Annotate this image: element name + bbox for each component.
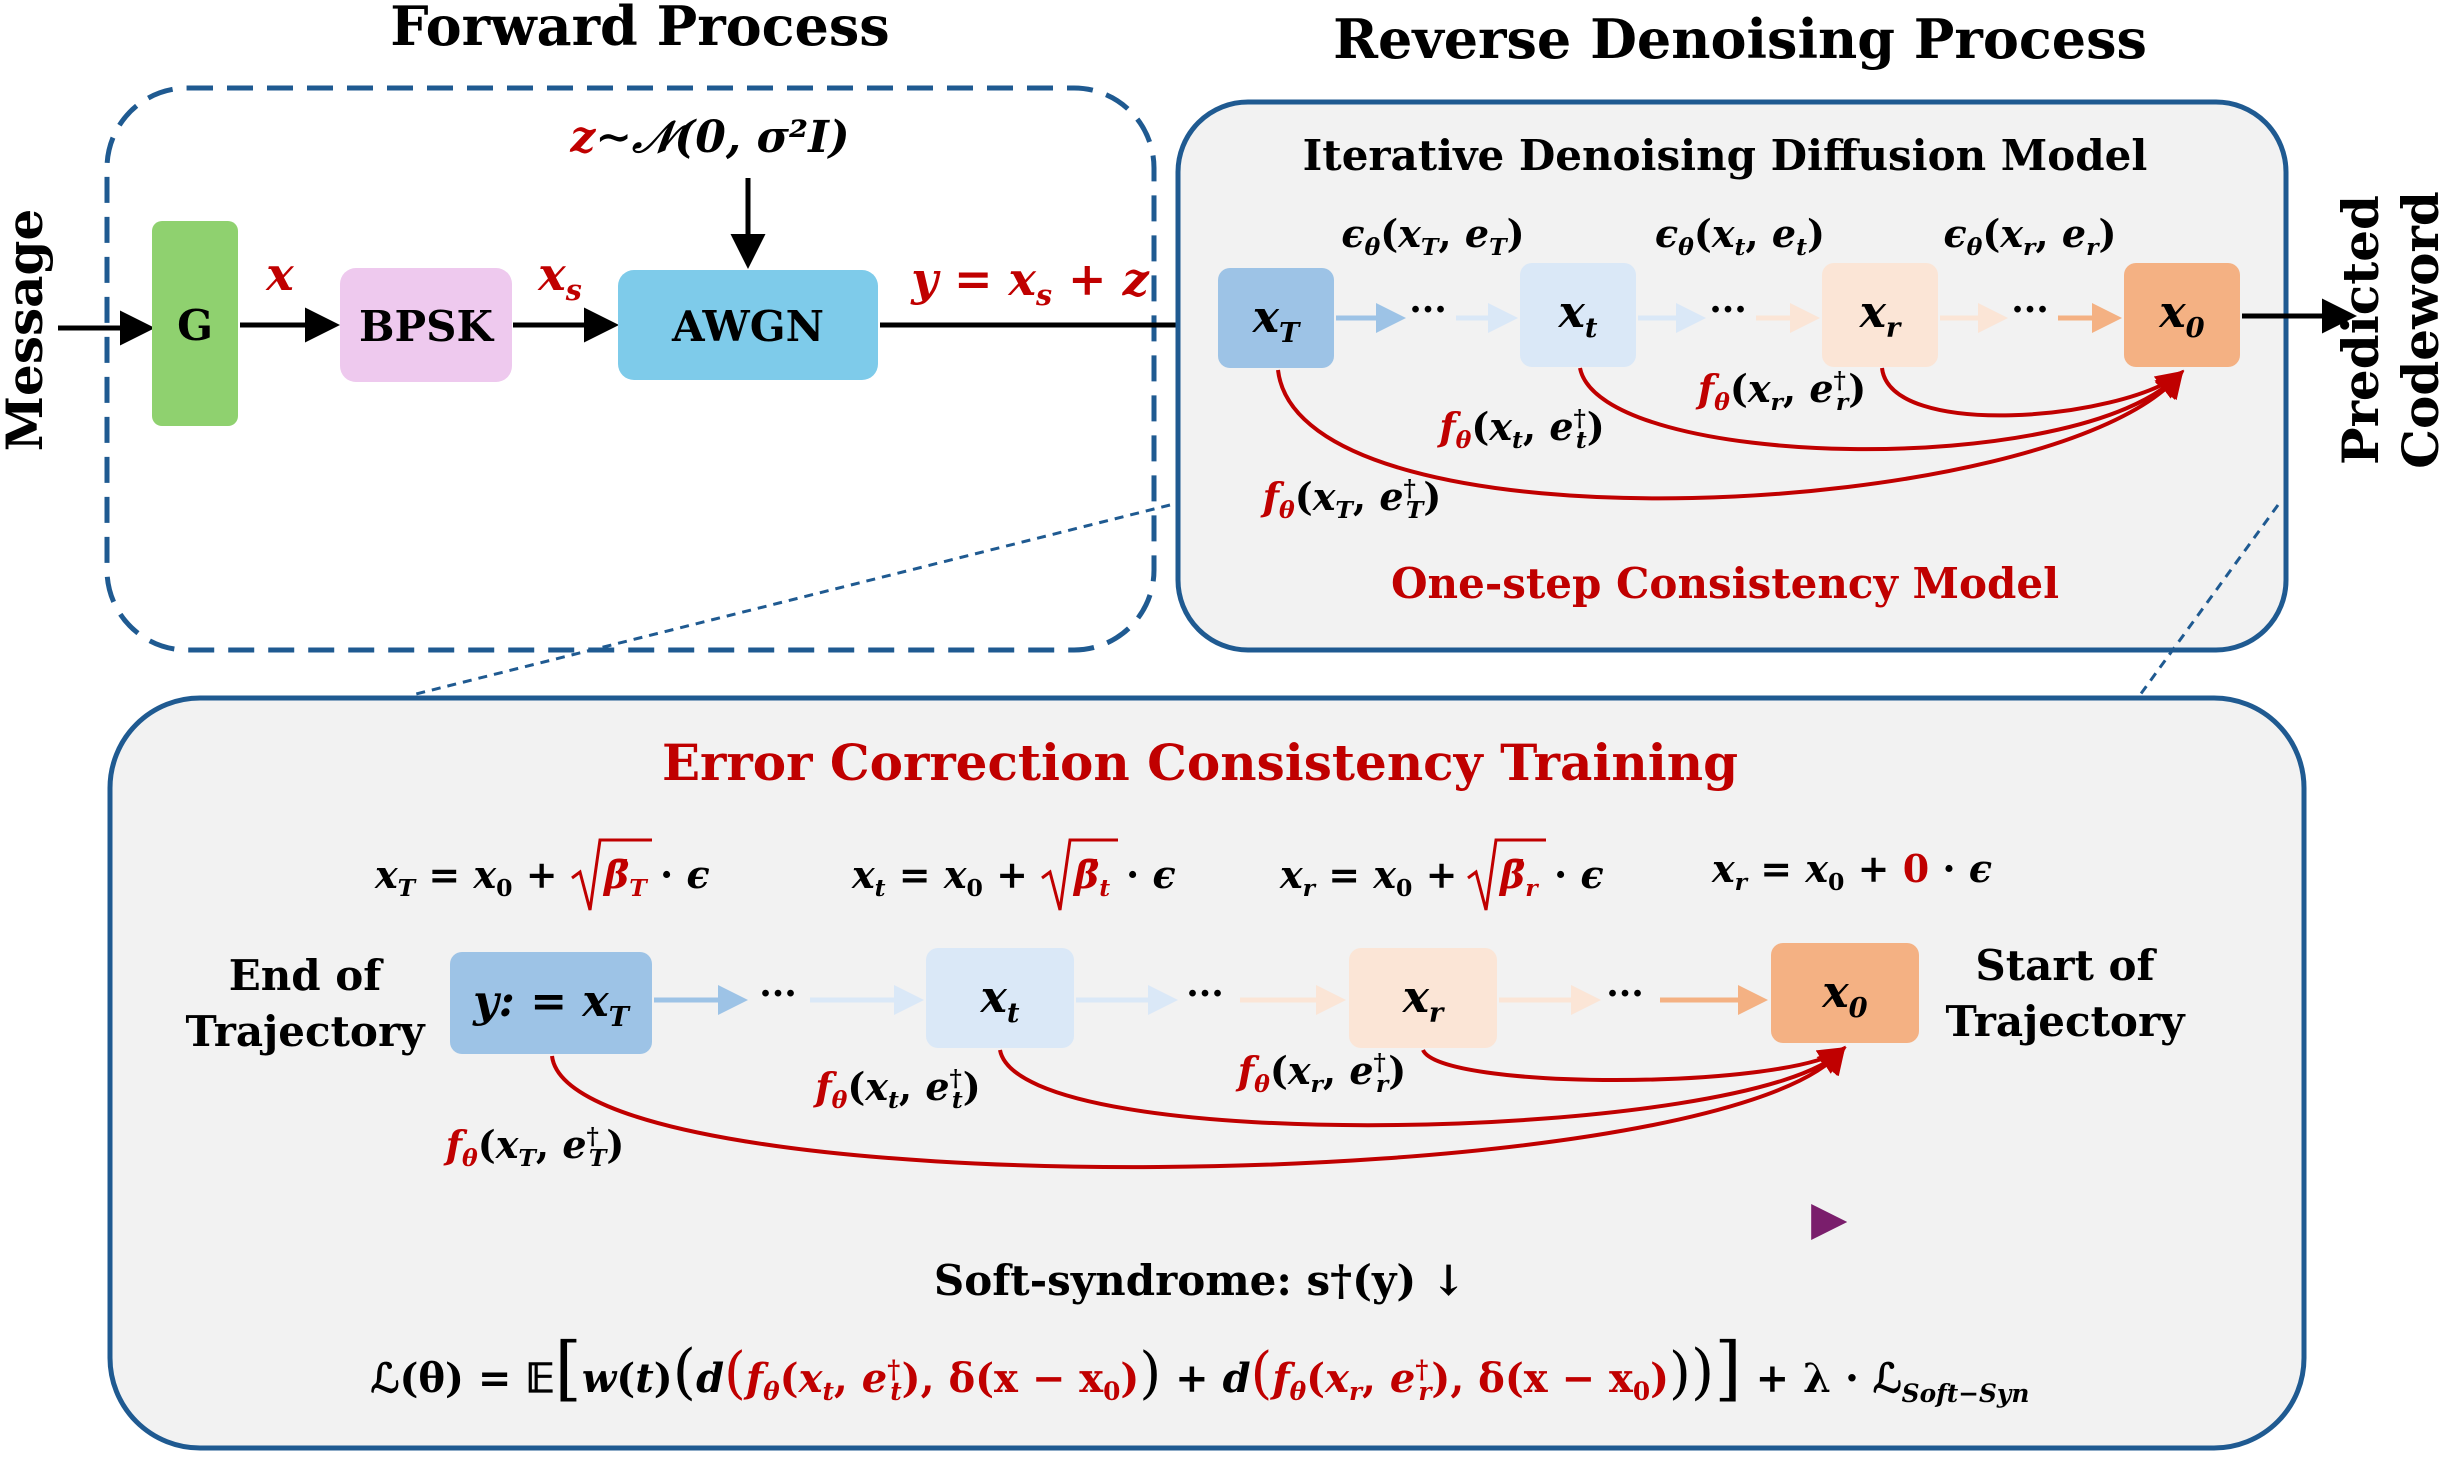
xs-label: xs	[537, 247, 582, 307]
svg-text:· ϵ: · ϵ	[1126, 852, 1176, 897]
svg-text:xr = x0 + 0 · ϵ: xr = x0 + 0 · ϵ	[1711, 846, 1992, 896]
consistency-model-label: One-step Consistency Model	[1391, 559, 2059, 608]
start-trajectory-label-2: Trajectory	[1946, 997, 2187, 1046]
train-curve-r	[1421, 1046, 1847, 1082]
consistency-curve-r	[1880, 367, 2185, 418]
y-equation: y = xs + z	[910, 252, 1149, 312]
chain-dots-2: ···	[1709, 289, 1747, 331]
train-f-label-r: fθ(xr, e†r)	[1235, 1048, 1407, 1098]
x-label: x	[265, 247, 294, 301]
f-label-r: fθ(xr, e†r)	[1695, 366, 1867, 416]
reverse-subtitle: Iterative Denoising Diffusion Model	[1303, 131, 2148, 180]
generator-label: G	[177, 301, 213, 350]
svg-text:· ϵ: · ϵ	[660, 852, 710, 897]
loss-function: ℒ(θ) = 𝔼[w(t)(d(fθ(xt, e†t), δ(x − x0)) …	[371, 1327, 2030, 1409]
output-label-2: Codeword	[2391, 191, 2450, 469]
output-label-1: Predicted	[2331, 195, 2390, 465]
train-chain-dots-2: ···	[1186, 973, 1224, 1015]
train-node-xt	[926, 948, 1074, 1048]
svg-text:· ϵ: · ϵ	[1554, 852, 1604, 897]
train-chain-dots-3: ···	[1606, 973, 1644, 1015]
train-node-x0	[1771, 943, 1919, 1043]
consistency-curve-t	[1578, 367, 2184, 452]
noise-label: z∼𝒩(0, σ²I)	[569, 112, 849, 163]
connector-left	[411, 503, 1171, 697]
eps-label-T: ϵθ(xT, eT)	[1341, 211, 1524, 261]
training-title: Error Correction Consistency Training	[662, 733, 1738, 792]
eps-label-r: ϵθ(xr, er)	[1944, 211, 2117, 261]
equation-zero: xr = x0 + 0 · ϵ	[1711, 846, 1992, 896]
awgn-block	[618, 270, 878, 380]
reverse-process-panel	[1175, 99, 2289, 653]
train-f-label-T: fθ(xT, e†T)	[443, 1122, 625, 1172]
soft-syndrome-label: Soft-syndrome: s†(y) ↓	[934, 1256, 1466, 1305]
reverse-process-title: Reverse Denoising Process	[1333, 7, 2147, 71]
train-node-y	[450, 952, 652, 1054]
consistency-curve-T	[1276, 369, 2184, 501]
node-xT	[1218, 268, 1334, 368]
eps-label-t: ϵθ(xt, et)	[1655, 211, 1825, 261]
node-xt	[1520, 263, 1636, 367]
node-xr	[1822, 263, 1938, 367]
bpsk-label: BPSK	[359, 302, 494, 351]
chain-dots-1: ···	[1409, 289, 1447, 331]
generator-block	[152, 221, 238, 426]
awgn-label: AWGN	[671, 302, 824, 351]
forward-process-title: Forward Process	[390, 0, 889, 58]
svg-text:xt = x0 +: xt = x0 +	[851, 852, 1028, 902]
train-chain-dots-1: ···	[759, 973, 797, 1015]
svg-text:xr = x0 +: xr = x0 +	[1279, 852, 1458, 902]
bpsk-block	[340, 268, 512, 382]
f-label-t: fθ(xt, e†t)	[1436, 404, 1604, 454]
end-trajectory-label-1: End of	[229, 951, 385, 1000]
message-label: Message	[0, 209, 54, 452]
train-node-xr	[1349, 948, 1497, 1048]
training-panel	[107, 695, 2307, 1451]
equation-r: xr = x0 + β̄r · ϵ	[1279, 838, 1604, 911]
train-curve-T	[550, 1045, 1846, 1170]
start-trajectory-label-1: Start of	[1975, 941, 2157, 990]
node-x0	[2124, 263, 2240, 367]
train-curve-t	[998, 1045, 1846, 1128]
svg-text:xT = x0 +: xT = x0 +	[374, 852, 558, 902]
chain-dots-3: ···	[2011, 289, 2049, 331]
connector-right	[2138, 504, 2280, 696]
end-trajectory-label-2: Trajectory	[186, 1007, 427, 1056]
equation-t: xt = x0 + β̄t · ϵ	[851, 838, 1176, 911]
train-node-y-label: y: = xT	[472, 976, 631, 1033]
forward-process-panel	[104, 85, 1157, 653]
